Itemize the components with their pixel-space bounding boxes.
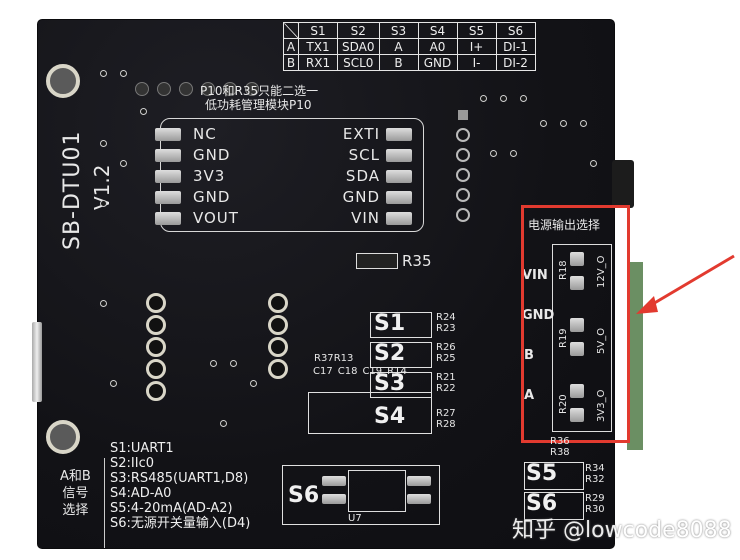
module-right-pins: EXTI SCL SDA GND VIN xyxy=(342,125,380,227)
u7-pad xyxy=(322,494,346,504)
pcb-board xyxy=(38,20,614,548)
u7-chip xyxy=(348,470,406,512)
table-corner xyxy=(283,22,299,39)
module-left-pins: NC GND 3V3 GND VOUT xyxy=(193,125,239,227)
usb-connector xyxy=(32,322,42,402)
pin-assignment-table: S1 S2 S3 S4 S5 S6 A TX1 SDA0 A A0 I+ DI-… xyxy=(283,22,536,71)
switch-s6 xyxy=(524,492,584,520)
vertical-header xyxy=(456,110,470,228)
table-header: S1 xyxy=(298,22,338,39)
top-header-pins xyxy=(135,82,265,96)
highlight-box xyxy=(521,205,630,443)
r35-resistor xyxy=(356,253,398,269)
dc-jack xyxy=(612,160,634,208)
table-header: S5 xyxy=(456,22,497,39)
u7-pad xyxy=(407,494,431,504)
switch-s2 xyxy=(370,342,432,368)
watermark: 知乎 @lowcode8088 xyxy=(512,518,732,543)
note-line-2: 低功耗管理模块P10 xyxy=(205,98,312,112)
switch-s1 xyxy=(370,312,432,338)
switch-s4 xyxy=(308,392,432,434)
u7-pad xyxy=(322,476,346,486)
switch-s6-label: S6 xyxy=(526,491,558,516)
legend-bracket xyxy=(104,458,108,548)
table-row: B RX1 SCL0 B GND I- DI-2 xyxy=(283,54,536,71)
switch-s5-label: S5 xyxy=(526,461,558,486)
terminal-block xyxy=(627,262,643,450)
switch-s5 xyxy=(524,462,584,490)
u7-pad xyxy=(407,476,431,486)
switch-s1-label: S1 xyxy=(374,311,406,336)
mounting-hole-top xyxy=(46,64,80,98)
table-header: S4 xyxy=(417,22,458,39)
mounting-hole-bottom xyxy=(46,420,80,454)
switch-legend: S1:UART1 S2:IIc0 S3:RS485(UART1,D8) S4:A… xyxy=(110,441,251,531)
switch-s3 xyxy=(370,372,432,398)
arrow-icon xyxy=(636,254,735,314)
u7-label: U7 xyxy=(348,513,362,524)
board-model: SB-DTU01 xyxy=(60,130,85,250)
table-header: S3 xyxy=(378,22,419,39)
switch-s4-label: S4 xyxy=(374,404,406,429)
table-header: S6 xyxy=(495,22,536,39)
signal-select-label: A和B 信号 选择 xyxy=(60,469,91,518)
power-select-outline xyxy=(552,244,612,432)
s4-components-caps: C17 C18 C19 R14 xyxy=(313,366,407,377)
s6-main-label: S6 xyxy=(288,483,320,508)
table-header: S2 xyxy=(337,22,380,39)
s6-relay-area xyxy=(282,465,440,525)
table-row: A TX1 SDA0 A A0 I+ DI-1 xyxy=(283,38,536,55)
r35-label: R35 xyxy=(402,252,432,270)
switch-s2-label: S2 xyxy=(374,341,406,366)
s4-components-row1: R37R13 xyxy=(314,353,354,364)
power-select-title: 电源输出选择 xyxy=(528,218,601,232)
switch-s3-label: S3 xyxy=(374,371,406,396)
note-line-1: P10和R35只能二选一 xyxy=(200,84,319,98)
